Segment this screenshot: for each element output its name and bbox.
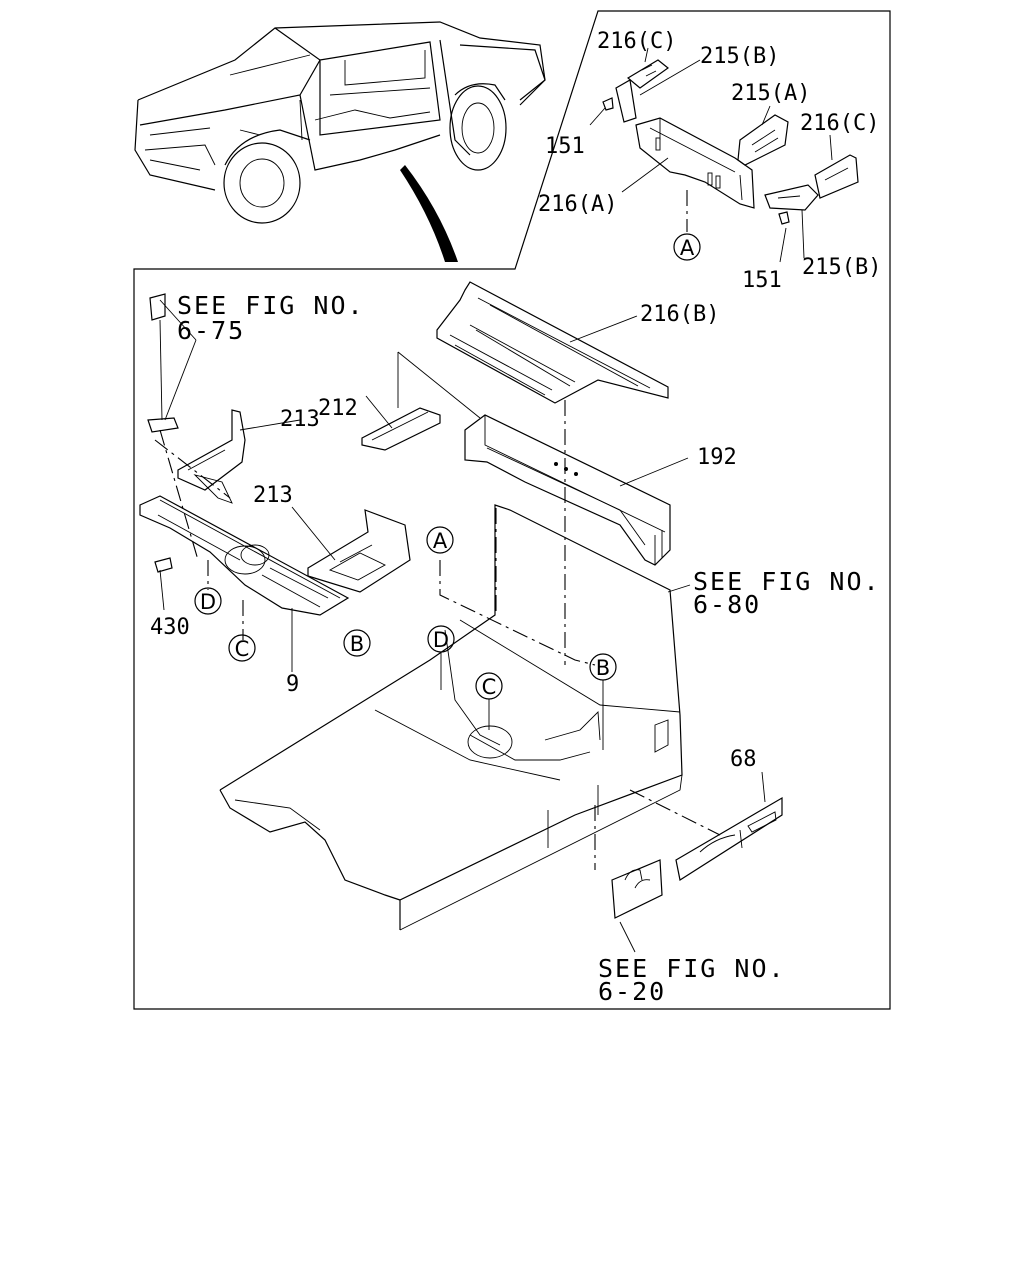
see-fig-6-20-line2: 6-20 <box>598 977 666 1006</box>
part-6-20-bracket <box>611 859 663 919</box>
ref-d-floor-text: D <box>433 628 449 652</box>
label-212: 212 <box>318 396 358 421</box>
label-216a: 216(A) <box>538 192 617 217</box>
part-212 <box>361 351 481 451</box>
ref-a-lower: A <box>426 526 454 554</box>
guide-lines <box>154 400 721 870</box>
ref-c-floor: C <box>475 672 503 700</box>
label-430: 430 <box>150 615 190 640</box>
part-213-lower <box>307 509 411 593</box>
ref-b-left-text: B <box>350 632 364 656</box>
floor-panel <box>219 504 683 931</box>
ref-a-upper-text: A <box>680 236 695 260</box>
ref-d-floor: D <box>427 625 455 653</box>
see-fig-6-75-line2: 6-75 <box>177 316 245 345</box>
label-9: 9 <box>286 672 299 697</box>
see-fig-6-80-line1: SEE FIG NO. <box>693 567 881 596</box>
diagram-frame <box>133 10 891 1010</box>
ref-b-left: B <box>343 629 371 657</box>
label-215b-bottom: 215(B) <box>802 255 881 280</box>
label-68: 68 <box>730 747 757 772</box>
part-9 <box>139 495 350 616</box>
part-216b <box>436 281 669 404</box>
see-fig-6-75-line1: SEE FIG NO. <box>177 291 365 320</box>
label-151-top: 151 <box>545 134 585 159</box>
ref-c-floor-text: C <box>482 675 497 699</box>
label-213-mid: 213 <box>253 483 293 508</box>
ref-d-left: D <box>194 587 222 615</box>
label-215b-top: 215(B) <box>700 44 779 69</box>
ref-a-upper: A <box>673 233 701 261</box>
ref-c-left-text: C <box>235 637 250 661</box>
label-192: 192 <box>697 445 737 470</box>
leader-lines <box>159 299 766 953</box>
label-215a: 215(A) <box>731 81 810 106</box>
ref-a-lower-text: A <box>433 529 448 553</box>
ref-b-floor: B <box>589 653 617 681</box>
see-fig-6-80-line2: 6-80 <box>693 590 761 619</box>
ref-d-left-text: D <box>200 590 216 614</box>
label-213-top: 213 <box>280 407 320 432</box>
vehicle-sketch <box>134 21 546 262</box>
label-216b: 216(B) <box>640 302 719 327</box>
part-68 <box>675 796 783 881</box>
ref-b-floor-text: B <box>596 656 610 680</box>
label-151-bottom: 151 <box>742 268 782 293</box>
part-213-upper <box>177 409 246 504</box>
see-fig-6-20-line1: SEE FIG NO. <box>598 954 786 983</box>
pointer-arrow <box>400 165 458 262</box>
ref-c-left: C <box>228 634 256 662</box>
label-216c-top: 216(C) <box>597 29 676 54</box>
label-216c-right: 216(C) <box>800 111 879 136</box>
upper-right-parts <box>589 47 859 263</box>
